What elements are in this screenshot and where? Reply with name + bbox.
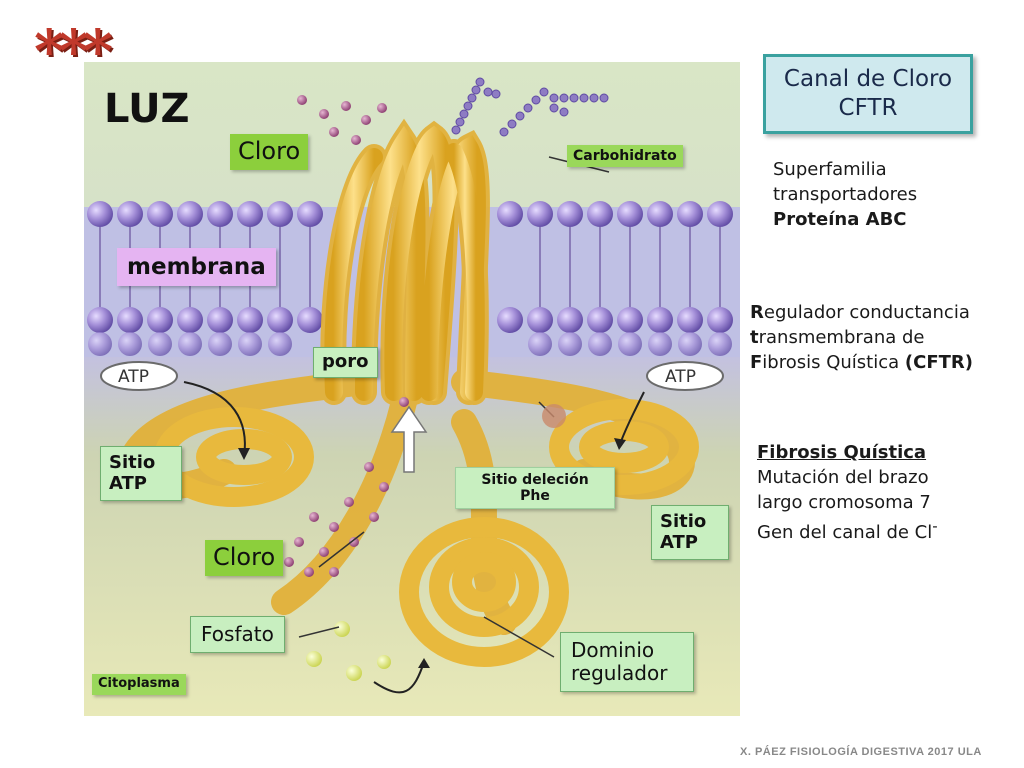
regulator-text: Regulador conductancia transmembrana de … — [750, 300, 973, 376]
dominio-line1: Dominio — [571, 638, 655, 662]
sitio-atp-left-label: Sitio ATP — [100, 446, 182, 502]
sitio-atp-left-line2: ATP — [109, 472, 148, 494]
sitio-atp-left-line1: Sitio — [109, 452, 156, 473]
title-line2: CFTR — [838, 95, 898, 121]
sitio-delecion-line2: Phe — [520, 488, 550, 505]
regulator-line3: Fibrosis Quística (CFTR) — [750, 352, 973, 374]
fosfato-label: Fosfato — [190, 616, 285, 653]
citoplasma-label: Citoplasma — [92, 674, 186, 695]
superfamily-line3: Proteína ABC — [773, 209, 907, 231]
title-box: Canal de Cloro CFTR — [763, 54, 973, 134]
cftr-channel-illustration — [84, 62, 740, 716]
fibrosis-line2: largo cromosoma 7 — [757, 492, 931, 514]
sitio-atp-right-label: Sitio ATP — [651, 505, 729, 561]
sitio-delecion-line1: Sitio deleción — [481, 472, 589, 488]
carbohidrato-label: Carbohidrato — [567, 145, 683, 168]
fibrosis-line3: Gen del canal de Cl- — [757, 516, 938, 543]
title-line1: Canal de Cloro — [783, 66, 953, 93]
fibrosis-line1: Mutación del brazo — [757, 467, 929, 489]
superfamily-line2: transportadores — [773, 184, 918, 206]
atp-left-text: ATP — [118, 367, 149, 387]
regulator-line1: Regulador conductancia — [750, 302, 970, 323]
sitio-delecion-label: Sitio deleción Phe — [455, 467, 615, 510]
poro-label: poro — [313, 347, 378, 378]
membrana-label: membrana — [117, 248, 276, 287]
luz-label: LUZ — [104, 86, 190, 132]
fibrosis-text: Fibrosis Quística Mutación del brazo lar… — [757, 440, 938, 545]
superfamily-line1: Superfamilia — [773, 159, 887, 180]
footer-credit: X. PÁEZ FISIOLOGÍA DIGESTIVA 2017 ULA — [740, 746, 982, 758]
sitio-atp-right-line2: ATP — [660, 531, 699, 553]
regulator-line2: transmembrana de — [750, 327, 925, 349]
sitio-atp-right-line1: Sitio — [660, 511, 707, 532]
superfamily-text: Superfamilia transportadores Proteína AB… — [773, 157, 917, 233]
dominio-line2: regulador — [571, 661, 668, 685]
atp-right-text: ATP — [665, 367, 696, 387]
fibrosis-title: Fibrosis Quística — [757, 442, 927, 463]
dominio-regulador-label: Dominio regulador — [560, 632, 694, 692]
cloro-bottom-label: Cloro — [205, 540, 284, 576]
cloro-top-label: Cloro — [230, 134, 309, 170]
stars-decoration: *** — [34, 17, 113, 85]
